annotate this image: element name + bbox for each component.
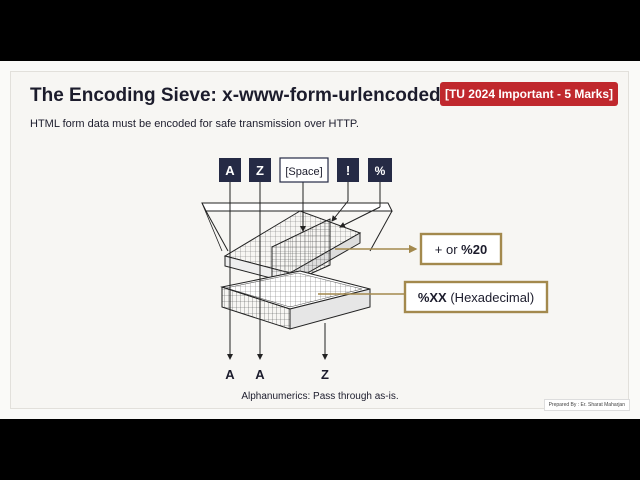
special-callout: %XX (Hexadecimal) — [403, 280, 549, 314]
slide: The Encoding Sieve: x-www-form-urlencode… — [0, 61, 640, 419]
exam-badge: [TU 2024 Important - 5 Marks] — [440, 82, 618, 106]
input-char-space: [Space] — [285, 166, 322, 178]
slide-subtitle: HTML form data must be encoded for safe … — [30, 118, 359, 130]
encoding-sieve-diagram: A Z [Space] ! % A A Z + or %20 %X — [201, 157, 549, 382]
input-chars: A Z [Space] ! % — [219, 157, 392, 183]
lower-sieve — [220, 270, 371, 330]
space-callout-code: %20 — [461, 242, 487, 257]
input-box-space — [279, 157, 329, 183]
special-callout-suffix: (Hexadecimal) — [447, 290, 534, 305]
input-char-exclaim: ! — [346, 163, 350, 178]
slide-title: The Encoding Sieve: x-www-form-urlencode… — [30, 85, 441, 106]
input-box-a — [219, 158, 241, 182]
input-box-percent — [368, 158, 392, 182]
output-char-3: Z — [321, 367, 329, 382]
output-chars: A A Z — [225, 367, 329, 382]
input-char-percent: % — [375, 164, 386, 178]
input-char-a: A — [225, 163, 235, 178]
author-credit: Prepared By : Er. Sharat Maharjan — [543, 399, 630, 411]
footer-note: Alphanumerics: Pass through as-is. — [241, 391, 399, 402]
input-box-exclaim — [337, 158, 359, 182]
svg-text:+ or %20: + or %20 — [435, 242, 487, 257]
space-callout: + or %20 — [419, 232, 503, 266]
output-char-2: A — [255, 367, 265, 382]
input-box-z — [249, 158, 271, 182]
space-callout-prefix: + or — [435, 242, 461, 257]
input-char-z: Z — [256, 163, 264, 178]
input-arrows — [227, 182, 381, 360]
svg-text:%XX (Hexadecimal): %XX (Hexadecimal) — [418, 290, 534, 305]
output-char-1: A — [225, 367, 235, 382]
upper-sieve — [223, 210, 362, 292]
special-callout-code: %XX — [418, 290, 447, 305]
